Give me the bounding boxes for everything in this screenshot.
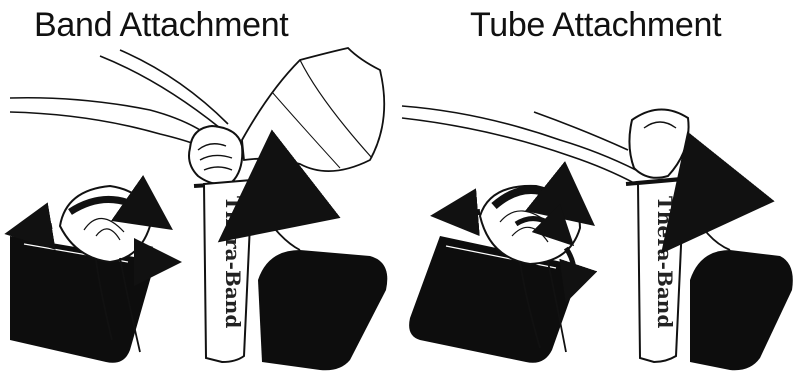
left-second-handle	[258, 206, 387, 370]
right-top-loop	[626, 109, 692, 184]
right-second-handle	[690, 206, 793, 370]
left-theraband-strip: Thera-Band	[204, 180, 252, 362]
right-tube-strands	[402, 106, 636, 184]
left-brand-label: Thera-Band	[221, 196, 245, 328]
left-knot	[189, 48, 384, 186]
right-theraband-strip: Thera-Band	[638, 180, 684, 362]
tube-attachment-panel: Thera-Band	[402, 106, 793, 370]
left-band-strands	[10, 50, 228, 146]
band-attachment-panel: Thera-Band	[10, 48, 387, 370]
right-brand-label: Thera-Band	[653, 196, 677, 328]
